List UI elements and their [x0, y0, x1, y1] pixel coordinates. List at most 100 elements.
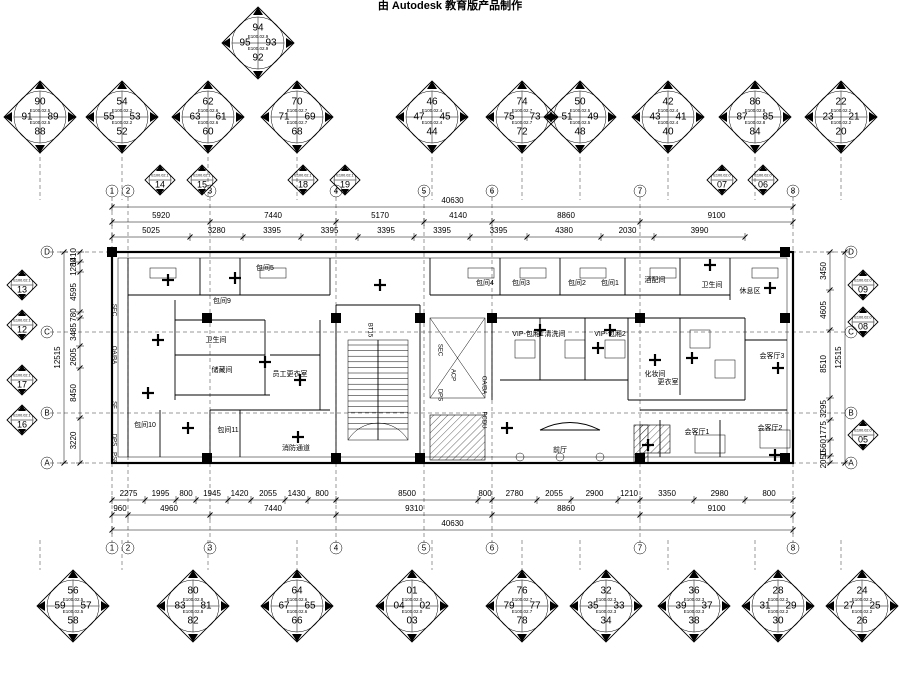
index-arrow — [427, 145, 437, 153]
index-number-top: 64 — [291, 586, 303, 597]
index-arrow — [689, 634, 699, 642]
index-arrow — [341, 189, 349, 195]
structural-column — [780, 313, 790, 323]
dim-slash — [77, 415, 83, 421]
furniture-table — [579, 267, 607, 279]
grid-bubble-top — [485, 184, 499, 198]
index-arrow — [253, 71, 263, 79]
dim-slash — [615, 497, 621, 503]
shaft-label-dps: DPS — [110, 434, 116, 446]
room-label: 包间10 — [134, 420, 156, 429]
index-arrow — [601, 570, 611, 578]
hatched-core — [429, 414, 486, 461]
index-sheet-code: E100.02.6 — [287, 609, 308, 614]
index-sheet-code: E100.02.3 — [596, 597, 617, 602]
index-number-top: 22 — [835, 97, 847, 108]
index-number-right: 21 — [848, 112, 860, 123]
index-sheet-code: E100.02.3 — [596, 609, 617, 614]
index-arrow — [292, 570, 302, 578]
dim-slash — [142, 497, 148, 503]
index-arrow — [18, 294, 26, 300]
dim-left-parts-text: 2605 — [69, 348, 78, 366]
shaft-label-sf: SF — [110, 401, 116, 409]
dim-slash — [827, 249, 833, 255]
dim-bottom-row2-text: 9310 — [405, 504, 423, 513]
dim-slash — [109, 234, 115, 240]
dim-top-row1-text: 5920 — [152, 211, 170, 220]
index-number-bottom: 38 — [688, 616, 700, 627]
furniture-table — [149, 267, 177, 279]
index-arrow — [696, 112, 704, 122]
room-label: 包间11 — [217, 425, 238, 434]
index-sheet-code: E100.02.6 — [198, 108, 219, 113]
dim-slash — [842, 460, 848, 466]
grid-bubble-bottom — [786, 541, 800, 555]
dim-bottom-row1-text: 800 — [762, 489, 776, 498]
index-number-top: 28 — [772, 586, 784, 597]
room-label: VIP-包厢2 — [594, 329, 626, 338]
index-arrow — [4, 112, 12, 122]
dim-right-parts-text: 8510 — [819, 355, 828, 373]
grid-bubble-bottom — [105, 541, 119, 555]
dim-bottom-row2-text: 8860 — [557, 504, 575, 513]
index-number-left: 87 — [736, 112, 748, 123]
index-number-top: 90 — [34, 97, 46, 108]
index-arrow — [634, 601, 642, 611]
grid-bubble-left — [40, 245, 54, 259]
index-number-left: 71 — [278, 112, 290, 123]
dim-slash — [827, 327, 833, 333]
index-arrow — [18, 365, 26, 371]
index-number-bottom: 26 — [856, 616, 868, 627]
grid-bubble-bottom — [485, 541, 499, 555]
index-arrow — [722, 601, 730, 611]
index-arrow — [198, 189, 206, 195]
dim-slash — [790, 219, 796, 225]
dim-slash — [77, 315, 83, 321]
dim-slash — [109, 527, 115, 533]
grid-bubble-right-text: D — [848, 248, 854, 257]
dim-slash — [193, 497, 199, 503]
index-number-top: 24 — [856, 586, 868, 597]
shaft-cross — [429, 317, 486, 399]
index-number-left: 75 — [503, 112, 515, 123]
index-number-left: 43 — [649, 112, 661, 123]
furniture-stool — [595, 452, 605, 462]
index-sheet-code: E100.02.9 — [248, 34, 269, 39]
reception-desk — [539, 422, 601, 431]
dim-slash — [248, 497, 254, 503]
index-arrow — [35, 81, 45, 89]
index-number: 12 — [17, 324, 27, 334]
dim-slash — [842, 249, 848, 255]
index-number-right: 65 — [304, 601, 316, 612]
index-arrow — [718, 189, 726, 195]
dim-left-parts-text: 3220 — [69, 431, 78, 449]
index-arrow — [750, 145, 760, 153]
room-label: 消防通道 — [282, 443, 310, 452]
index-number-left: 31 — [759, 601, 771, 612]
index-arrow — [68, 634, 78, 642]
index-number: 17 — [17, 379, 27, 389]
index-number-bottom: 60 — [202, 127, 214, 138]
exterior-wall — [110, 250, 795, 465]
index-arrow — [486, 112, 494, 122]
index-sheet-code: E100.02.2 — [852, 609, 873, 614]
dim-slash — [109, 497, 115, 503]
structural-column — [415, 313, 425, 323]
dim-bottom-row2-text: 9100 — [708, 504, 726, 513]
index-arrow — [203, 145, 213, 153]
dim-slash — [534, 497, 540, 503]
grid-bubble-top — [786, 184, 800, 198]
dim-slash — [421, 219, 427, 225]
dim-top-row2-text: 5025 — [142, 226, 160, 235]
index-number-top: 94 — [252, 23, 264, 34]
index-arrow — [718, 165, 726, 171]
index-number-bottom: 03 — [406, 616, 418, 627]
index-arrow — [759, 165, 767, 171]
grid-bubble-bottom — [417, 541, 431, 555]
index-number: 18 — [298, 179, 308, 189]
dim-left-parts-text: 4595 — [69, 283, 78, 301]
room-label: 会客厅1 — [685, 427, 710, 436]
dim-slash — [411, 234, 417, 240]
